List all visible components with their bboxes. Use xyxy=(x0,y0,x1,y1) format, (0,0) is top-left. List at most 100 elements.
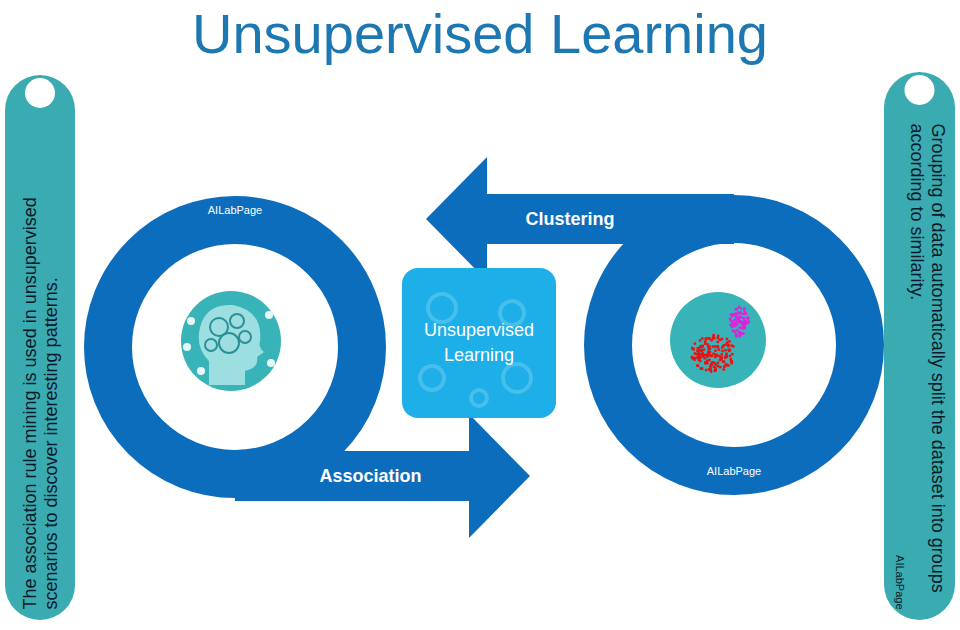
cluster-point xyxy=(710,370,713,373)
icon-dot xyxy=(197,367,205,375)
gear-symbol xyxy=(230,314,244,328)
node-shape xyxy=(84,196,386,498)
box-shape xyxy=(402,268,556,418)
gear-symbol xyxy=(471,390,487,406)
cluster-point xyxy=(726,338,729,341)
cluster-point xyxy=(725,364,728,367)
cluster-point xyxy=(697,364,700,367)
pill-shape xyxy=(884,72,955,620)
gear-symbol xyxy=(503,364,531,392)
cluster-point xyxy=(724,355,727,358)
cluster-point xyxy=(735,335,738,338)
watermark: AILabPage xyxy=(892,123,905,609)
cluster-point xyxy=(740,316,743,319)
cluster-point xyxy=(730,320,733,323)
pill-text: Grouping of data automatically split the… xyxy=(905,123,947,609)
cluster-point xyxy=(700,367,703,370)
pill-hole xyxy=(25,78,55,108)
cluster-point xyxy=(714,345,717,348)
cluster-point xyxy=(725,356,728,359)
cluster-point xyxy=(743,317,746,320)
cluster-point xyxy=(729,355,732,358)
cluster-point xyxy=(746,317,749,320)
cluster-point xyxy=(742,332,745,335)
ring-shape xyxy=(608,219,860,471)
cluster-point xyxy=(696,350,699,353)
rotated-text-frame: The association rule mining is used in u… xyxy=(5,120,75,615)
cluster-point xyxy=(736,323,739,326)
cluster-point xyxy=(717,337,720,340)
pill-hole xyxy=(905,75,935,105)
box-label: Unsupervised Learning xyxy=(417,318,541,368)
cluster-point xyxy=(722,345,725,348)
cluster-point xyxy=(727,345,730,348)
pill-shape xyxy=(5,75,75,620)
cluster-point xyxy=(693,357,696,360)
cluster-point xyxy=(731,313,734,316)
cluster-point xyxy=(712,345,715,348)
cluster-point xyxy=(713,365,716,368)
cluster-point xyxy=(739,326,742,329)
center-box: Unsupervised Learning xyxy=(402,268,556,418)
cluster-point xyxy=(708,345,711,348)
cluster-point xyxy=(747,317,750,320)
cluster-point xyxy=(708,359,711,362)
cluster-point xyxy=(725,363,728,366)
watermark: AILabPage xyxy=(584,465,884,477)
cluster-point xyxy=(744,311,747,314)
cluster-point xyxy=(701,337,704,340)
cluster-point xyxy=(717,361,720,364)
brain-icon xyxy=(181,291,281,391)
cluster-point xyxy=(734,330,737,333)
cluster-point xyxy=(702,345,705,348)
cluster-point xyxy=(735,317,738,320)
cluster-point xyxy=(701,345,704,348)
cluster-point xyxy=(721,353,724,356)
cluster-point xyxy=(709,366,712,369)
gear-symbol xyxy=(420,366,444,390)
cluster-point xyxy=(718,348,721,351)
cluster-point xyxy=(745,322,748,325)
rotated-text-frame: Grouping of data automatically split the… xyxy=(884,117,955,615)
cluster-point xyxy=(722,360,725,363)
arrow-head xyxy=(469,414,530,538)
cluster-point xyxy=(709,354,712,357)
diagram-title: Unsupervised Learning xyxy=(0,2,960,66)
cluster-point xyxy=(747,320,750,323)
cluster-point xyxy=(697,352,700,355)
cluster-point xyxy=(728,340,731,343)
cluster-point xyxy=(730,358,733,361)
cluster-point xyxy=(731,326,734,329)
cluster-point xyxy=(714,349,717,352)
cluster-point xyxy=(730,360,733,363)
cluster-point xyxy=(725,343,728,346)
cluster-point xyxy=(694,342,697,345)
cluster-point xyxy=(733,319,736,322)
ring-shape xyxy=(108,220,362,474)
cluster-point xyxy=(745,322,748,325)
cluster-point xyxy=(699,356,702,359)
gear-symbol xyxy=(219,333,239,353)
description-pill: The association rule mining is used in u… xyxy=(5,75,75,620)
cluster-point xyxy=(729,317,732,320)
cluster-point xyxy=(691,347,694,350)
cluster-point xyxy=(712,361,715,364)
cluster-point xyxy=(706,354,709,357)
cluster-point xyxy=(723,361,726,364)
cluster-point xyxy=(713,334,716,337)
cluster-point xyxy=(736,312,739,315)
cluster-point xyxy=(730,360,733,363)
cluster-point xyxy=(699,339,702,342)
head-silhouette xyxy=(199,305,264,385)
icon-dot xyxy=(265,311,273,319)
ring-node: AILabPage xyxy=(584,195,884,495)
cluster-point xyxy=(736,308,739,311)
cluster-point xyxy=(717,341,720,344)
cluster-point xyxy=(719,366,722,369)
cluster-point xyxy=(724,349,727,352)
cluster-point xyxy=(704,342,707,345)
cluster-point xyxy=(705,369,708,372)
cluster-point xyxy=(700,353,703,356)
cluster-point xyxy=(743,309,746,312)
cluster-point xyxy=(719,359,722,362)
